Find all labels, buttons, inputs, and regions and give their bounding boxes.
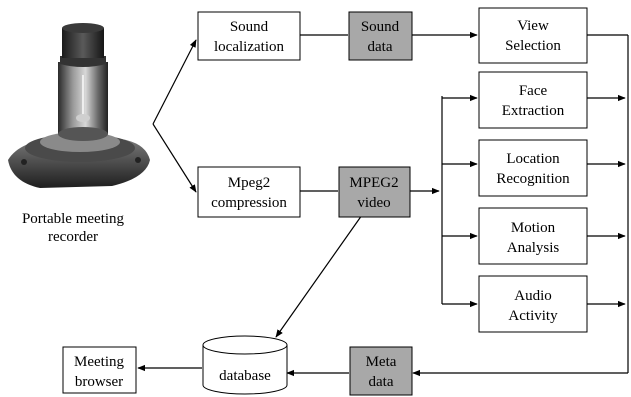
sound-data-label-1: Sound <box>361 19 400 35</box>
meta-data-label-2: data <box>369 374 394 390</box>
motion-analysis-box: Motion Analysis <box>478 207 588 265</box>
location-recognition-box: Location Recognition <box>478 139 588 197</box>
audio-activity-label-2: Activity <box>508 308 558 324</box>
view-selection-label-1: View <box>517 18 549 34</box>
mpeg2-compression-label-2: compression <box>211 195 287 211</box>
mpeg2-compression-label-1: Mpeg2 <box>228 175 271 191</box>
meeting-recorder-image <box>8 23 150 188</box>
edge-mpeg2-video-to-database <box>275 214 363 338</box>
location-recognition-label-2: Recognition <box>496 171 570 187</box>
recorder-caption-line-1: Portable meeting <box>21 211 125 227</box>
edge-recorder-to-sound-localization <box>152 39 197 125</box>
edge-recorder-to-mpeg2-compression <box>152 123 197 193</box>
connectors <box>137 31 629 377</box>
meta-data-label-1: Meta <box>366 354 397 370</box>
meeting-browser-label-1: Meeting <box>74 354 124 370</box>
mpeg2-video-label-2: video <box>357 195 390 211</box>
view-selection-label-2: Selection <box>505 38 561 54</box>
sound-data-label-2: data <box>368 39 393 55</box>
meeting-browser-box: Meeting browser <box>62 346 137 394</box>
motion-analysis-label-1: Motion <box>511 220 556 236</box>
audio-activity-box: Audio Activity <box>478 275 588 333</box>
location-recognition-label-1: Location <box>506 151 560 167</box>
database-cylinder: database <box>202 335 288 395</box>
view-selection-box: View Selection <box>478 7 588 64</box>
meta-data-box: Meta data <box>349 346 413 396</box>
sound-data-box: Sound data <box>348 11 413 61</box>
mpeg2-video-label-1: MPEG2 <box>349 175 398 191</box>
database-label: database <box>219 368 271 384</box>
mpeg2-video-box: MPEG2 video <box>338 166 411 218</box>
recorder-caption: Portable meeting recorder <box>4 210 142 246</box>
face-extraction-box: Face Extraction <box>478 71 588 129</box>
recorder-caption-line-2: recorder <box>48 229 98 245</box>
motion-analysis-label-2: Analysis <box>507 240 560 256</box>
face-extraction-label-1: Face <box>519 83 548 99</box>
meeting-browser-label-2: browser <box>75 374 123 390</box>
sound-localization-label-1: Sound <box>230 19 269 35</box>
sound-localization-box: Sound localization <box>197 11 301 61</box>
face-extraction-label-2: Extraction <box>502 103 565 119</box>
sound-localization-label-2: localization <box>214 39 284 55</box>
mpeg2-compression-box: Mpeg2 compression <box>197 166 301 218</box>
audio-activity-label-1: Audio <box>514 288 552 304</box>
